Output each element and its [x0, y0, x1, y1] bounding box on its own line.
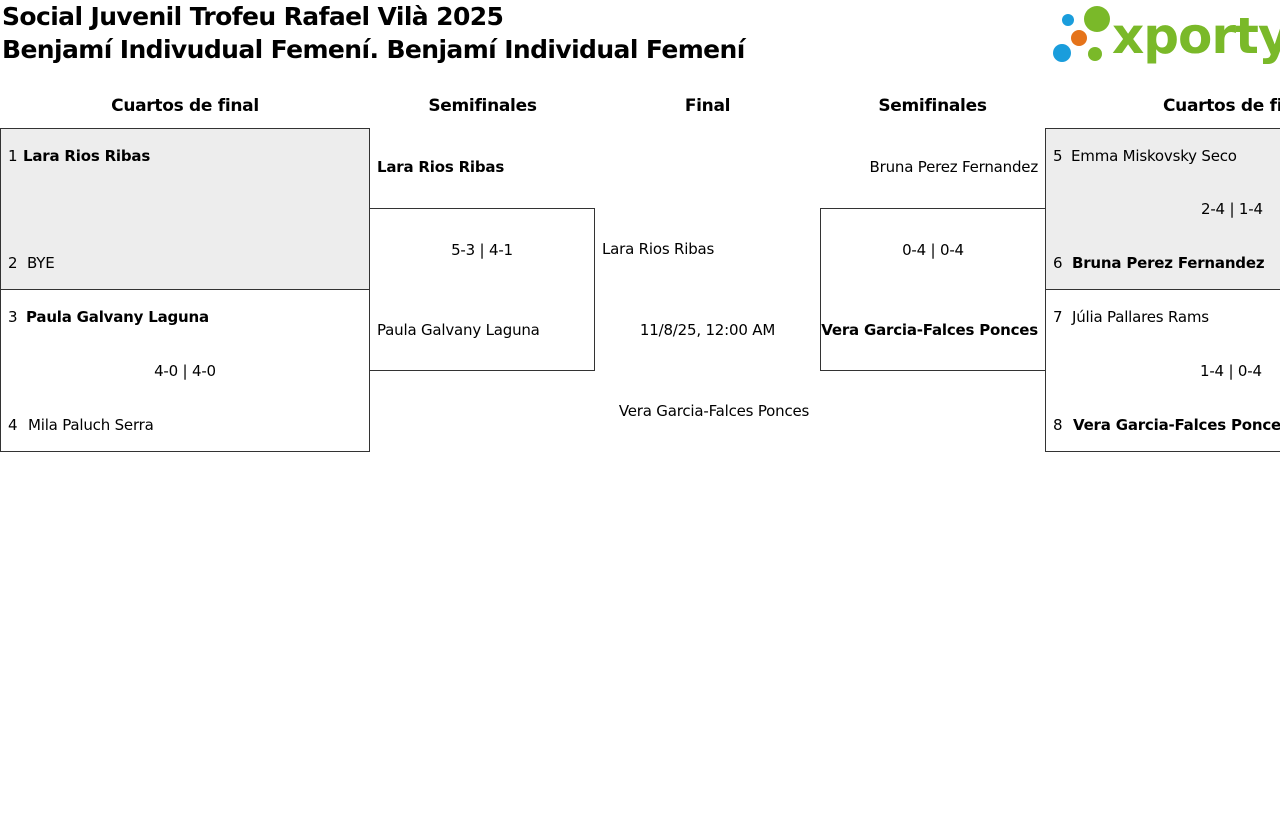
round-header-right-semis: Semifinales — [878, 96, 987, 116]
left-quarter-match-2[interactable]: 3 Paula Galvany Laguna 4-0 | 4-0 4 Mila … — [0, 289, 370, 452]
player-name: Vera Garcia-Falces Ponces — [821, 321, 1038, 339]
category-subtitle: Benjamí Indivudual Femení. Benjamí Indiv… — [2, 35, 745, 64]
seed-number: 5 — [1053, 147, 1063, 165]
seed-number: 4 — [8, 416, 18, 434]
colored-dots-icon — [1053, 6, 1110, 62]
left-quarter-match-1[interactable]: 1 Lara Rios Ribas 2 BYE — [0, 128, 370, 290]
right-quarter-match-2[interactable]: 7 Júlia Pallares Rams 1-4 | 0-4 8 Vera G… — [1045, 289, 1280, 452]
logo-wordmark: xporty — [1112, 7, 1280, 65]
final-player-2: Vera Garcia-Falces Ponces — [618, 402, 810, 420]
match-score: 5-3 | 4-1 — [451, 241, 513, 259]
match-score: 4-0 | 4-0 — [154, 362, 216, 380]
seed-number: 6 — [1053, 254, 1063, 272]
player-name: Júlia Pallares Rams — [1072, 308, 1209, 326]
right-semi-top-name: Bruna Perez Fernandez — [869, 158, 1039, 176]
player-name: Mila Paluch Serra — [28, 416, 154, 434]
player-name: Paula Galvany Laguna — [26, 308, 209, 326]
left-semi-winner-name: Lara Rios Ribas — [377, 158, 505, 176]
right-semi-match[interactable]: 0-4 | 0-4 Vera Garcia-Falces Ponces — [820, 208, 1046, 371]
match-score: 2-4 | 1-4 — [1201, 200, 1263, 218]
final-date: 11/8/25, 12:00 AM — [639, 321, 776, 339]
seed-number: 8 — [1053, 416, 1063, 434]
xporty-logo[interactable]: xporty — [1050, 4, 1280, 68]
right-quarter-match-1[interactable]: 5 Emma Miskovsky Seco 2-4 | 1-4 6 Bruna … — [1045, 128, 1280, 290]
round-header-left-semis: Semifinales — [428, 96, 537, 116]
seed-number: 3 — [8, 308, 18, 326]
left-semi-match[interactable]: 5-3 | 4-1 Paula Galvany Laguna — [369, 208, 595, 371]
round-header-left-quarters: Cuartos de final — [111, 96, 259, 116]
player-name: Emma Miskovsky Seco — [1071, 147, 1237, 165]
seed-number: 2 — [8, 254, 18, 272]
player-name: Vera Garcia-Falces Ponces — [1073, 416, 1280, 434]
match-score: 0-4 | 0-4 — [902, 241, 964, 259]
round-header-final: Final — [684, 96, 731, 116]
player-name: BYE — [27, 254, 55, 272]
tournament-title: Social Juvenil Trofeu Rafael Vilà 2025 — [2, 2, 504, 31]
seed-number: 1 — [8, 147, 18, 165]
round-header-right-quarters: Cuartos de final — [1163, 96, 1280, 116]
match-score: 1-4 | 0-4 — [1200, 362, 1262, 380]
seed-number: 7 — [1053, 308, 1063, 326]
player-name: Lara Rios Ribas — [23, 147, 151, 165]
player-name: Bruna Perez Fernandez — [1072, 254, 1265, 272]
player-name: Paula Galvany Laguna — [377, 321, 540, 339]
final-player-1: Lara Rios Ribas — [602, 240, 715, 258]
